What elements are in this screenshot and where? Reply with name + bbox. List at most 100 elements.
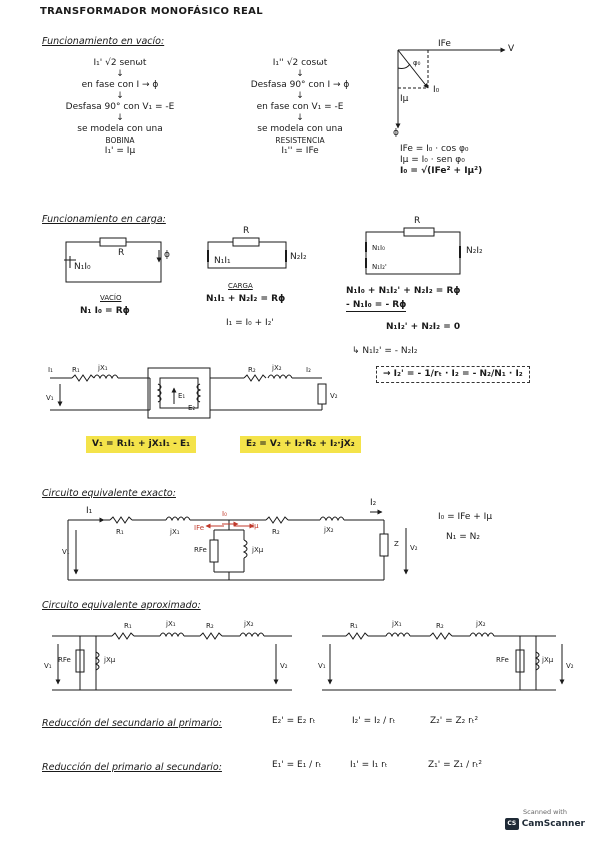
exact-ife: IFe bbox=[194, 524, 205, 532]
aprox-right-jxmu: jXμ bbox=[542, 656, 554, 664]
trafo-jx1: jX₁ bbox=[98, 364, 108, 372]
trafo-e2: E₂ bbox=[188, 404, 196, 412]
trafo-i1: I₁ bbox=[48, 366, 53, 374]
reduccion2-eq: Z₁' = Z₁ / rₜ² bbox=[428, 760, 482, 770]
trafo-eq-secondary: E₂ = V₂ + I₂·R₂ + I₂·jX₂ bbox=[240, 436, 361, 453]
trafo-i2: I₂ bbox=[306, 366, 311, 374]
vacio-column-1: I₁' √2 senωt ↓ en fase con I → ϕ ↓ Desfa… bbox=[55, 58, 185, 157]
exact-eq: I₀ = IFe + Iμ bbox=[438, 512, 493, 522]
exact-rfe: RFe bbox=[194, 546, 207, 554]
aprox-left-v1: V₁ bbox=[44, 662, 52, 670]
trafo-v1: V₁ bbox=[46, 394, 54, 402]
carga-circ-label: CARGA bbox=[228, 282, 253, 290]
badge-name: CamScanner bbox=[521, 819, 585, 829]
exact-r1: R₁ bbox=[116, 528, 124, 536]
aprox-right-jx1: jX₁ bbox=[392, 620, 402, 628]
aprox-right-v2: V₂ bbox=[566, 662, 574, 670]
exact-eq: N₁ = N₂ bbox=[446, 532, 480, 542]
badge-row: CS CamScanner bbox=[505, 818, 585, 830]
aprox-left-rfe: RFe bbox=[58, 656, 71, 664]
deriv-line: N₁I₀ + N₁I₂' + N₂I₂ = Rϕ bbox=[346, 286, 461, 296]
vacio-equations: IFe = I₀ · cos φ₀ Iμ = I₀ · sen φ₀ I₀ = … bbox=[400, 144, 482, 177]
vacio-c1-line: I₁' √2 senωt bbox=[93, 58, 147, 68]
aprox-left-r2: R₂ bbox=[206, 622, 214, 630]
exact-jx1: jX₁ bbox=[170, 528, 180, 536]
badge-caption: Scanned with bbox=[523, 808, 567, 816]
section-heading-carga: Funcionamiento en carga: bbox=[42, 214, 166, 225]
vacio-c1-line: ↓ bbox=[116, 91, 124, 101]
big-circ-mmf2: N₂I₂ bbox=[466, 246, 483, 256]
reduccion1-eq: E₂' = E₂ rₜ bbox=[272, 716, 316, 726]
section-heading-vacio: Funcionamiento en vacío: bbox=[42, 36, 165, 47]
section-heading-aprox: Circuito equivalente aproximado: bbox=[42, 600, 201, 611]
trafo-e1: E₁ bbox=[178, 392, 186, 400]
vacio-c1-line: I₁' = Iμ bbox=[104, 146, 136, 156]
phasor-v-label: V bbox=[508, 44, 515, 54]
vacio-c2-line: Desfasa 90° con I → ϕ bbox=[250, 80, 350, 90]
vacio-circ-label: VACÍO bbox=[100, 294, 122, 302]
aprox-left-r1: R₁ bbox=[124, 622, 132, 630]
section-heading-exacto: Circuito equivalente exacto: bbox=[42, 488, 176, 499]
phasor-imu-label: Iμ bbox=[400, 94, 409, 104]
vacio-c1-line: BOBINA bbox=[105, 136, 135, 145]
aprox-left-jx2: jX₂ bbox=[244, 620, 254, 628]
vacio-c2-line: RESISTENCIA bbox=[275, 136, 325, 145]
vacio-c2-line: se modela con una bbox=[257, 124, 343, 134]
section-heading-reduccion-1: Reducción del secundario al primario: bbox=[42, 718, 222, 729]
exact-z: Z bbox=[394, 540, 399, 548]
reduccion2-eq: I₁' = I₁ rₜ bbox=[350, 760, 388, 770]
vacio-c1-line: ↓ bbox=[116, 113, 124, 123]
exact-v2: V₂ bbox=[410, 544, 418, 552]
carga-circ-mmf2: N₂I₂ bbox=[290, 252, 307, 262]
vacio-circ-eq: N₁ I₀ = Rϕ bbox=[80, 306, 130, 316]
reduccion2-eq: E₁' = E₁ / rₜ bbox=[272, 760, 322, 770]
exact-jxmu: jXμ bbox=[252, 546, 264, 554]
big-circ-mmf1: N₁I₀ bbox=[372, 244, 385, 252]
carga-circ-r: R bbox=[243, 226, 250, 236]
deriv-line: N₁I₂' + N₂I₂ = 0 bbox=[386, 322, 461, 332]
deriv-line: ↳ N₁I₂' = - N₂I₂ bbox=[352, 346, 418, 356]
vacio-c2-line: ↓ bbox=[296, 113, 304, 123]
reduccion1-eq: Z₂' = Z₂ rₜ² bbox=[430, 716, 479, 726]
exact-v1: V₁ bbox=[62, 548, 70, 556]
vacio-eq: IFe = I₀ · cos φ₀ bbox=[400, 144, 469, 154]
phasor-phi-label: ϕ bbox=[393, 128, 399, 138]
exact-jx2: jX₂ bbox=[324, 526, 334, 534]
carga-circ-eq2: I₁ = I₀ + I₂' bbox=[226, 318, 274, 328]
aprox-left-jxmu: jXμ bbox=[104, 656, 116, 664]
aprox-right-r1: R₁ bbox=[350, 622, 358, 630]
aprox-right-r2: R₂ bbox=[436, 622, 444, 630]
trafo-eq-primary: V₁ = R₁I₁ + jX₁I₁ - E₁ bbox=[86, 436, 197, 453]
vacio-c1-line: se modela con una bbox=[77, 124, 163, 134]
vacio-c2-line: I₁'' = IFe bbox=[281, 146, 319, 156]
deriv-line: → I₂' = - 1/rₜ · I₂ = - N₂/N₁ · I₂ bbox=[376, 366, 530, 383]
big-circ-mmf1b: N₁I₂' bbox=[372, 263, 387, 271]
phasor-i0-label: I₀ bbox=[433, 85, 440, 95]
reduccion1-eq: I₂' = I₂ / rₜ bbox=[352, 716, 396, 726]
phasor-phi0-label: φ₀ bbox=[413, 59, 421, 67]
exact-r2: R₂ bbox=[272, 528, 280, 536]
exact-i0: I₀ bbox=[222, 510, 227, 518]
aprox-left-v2: V₂ bbox=[280, 662, 288, 670]
page-title: TRANSFORMADOR MONOFÁSICO REAL bbox=[40, 6, 263, 17]
vacio-c2-line: I₁'' √2 cosωt bbox=[272, 58, 328, 68]
vacio-eq: I₀ = √(IFe² + Iμ²) bbox=[400, 166, 483, 176]
carga-circ-mmf1: N₁I₁ bbox=[214, 256, 231, 266]
vacio-c1-line: Desfasa 90° con V₁ = -E bbox=[65, 102, 175, 112]
vacio-column-2: I₁'' √2 cosωt ↓ Desfasa 90° con I → ϕ ↓ … bbox=[235, 58, 365, 157]
phasor-ife-label: IFe bbox=[438, 39, 451, 49]
deriv-line: - N₁I₀ = - Rϕ bbox=[346, 300, 407, 312]
trafo-r1: R₁ bbox=[72, 366, 80, 374]
trafo-r2: R₂ bbox=[248, 366, 256, 374]
camscanner-badge: Scanned with CS CamScanner bbox=[505, 808, 585, 838]
camscanner-logo-icon: CS bbox=[505, 818, 519, 830]
trafo-jx2: jX₂ bbox=[272, 364, 282, 372]
vacio-circ-mmf: N₁I₀ bbox=[74, 262, 91, 272]
vacio-c1-line: ↓ bbox=[116, 69, 124, 79]
aprox-right-v1: V₁ bbox=[318, 662, 326, 670]
exact-i2: I₂ bbox=[370, 498, 377, 508]
aprox-right-rfe: RFe bbox=[496, 656, 509, 664]
vacio-c2-line: en fase con V₁ = -E bbox=[256, 102, 344, 112]
vacio-c2-line: ↓ bbox=[296, 69, 304, 79]
aprox-left-jx1: jX₁ bbox=[166, 620, 176, 628]
